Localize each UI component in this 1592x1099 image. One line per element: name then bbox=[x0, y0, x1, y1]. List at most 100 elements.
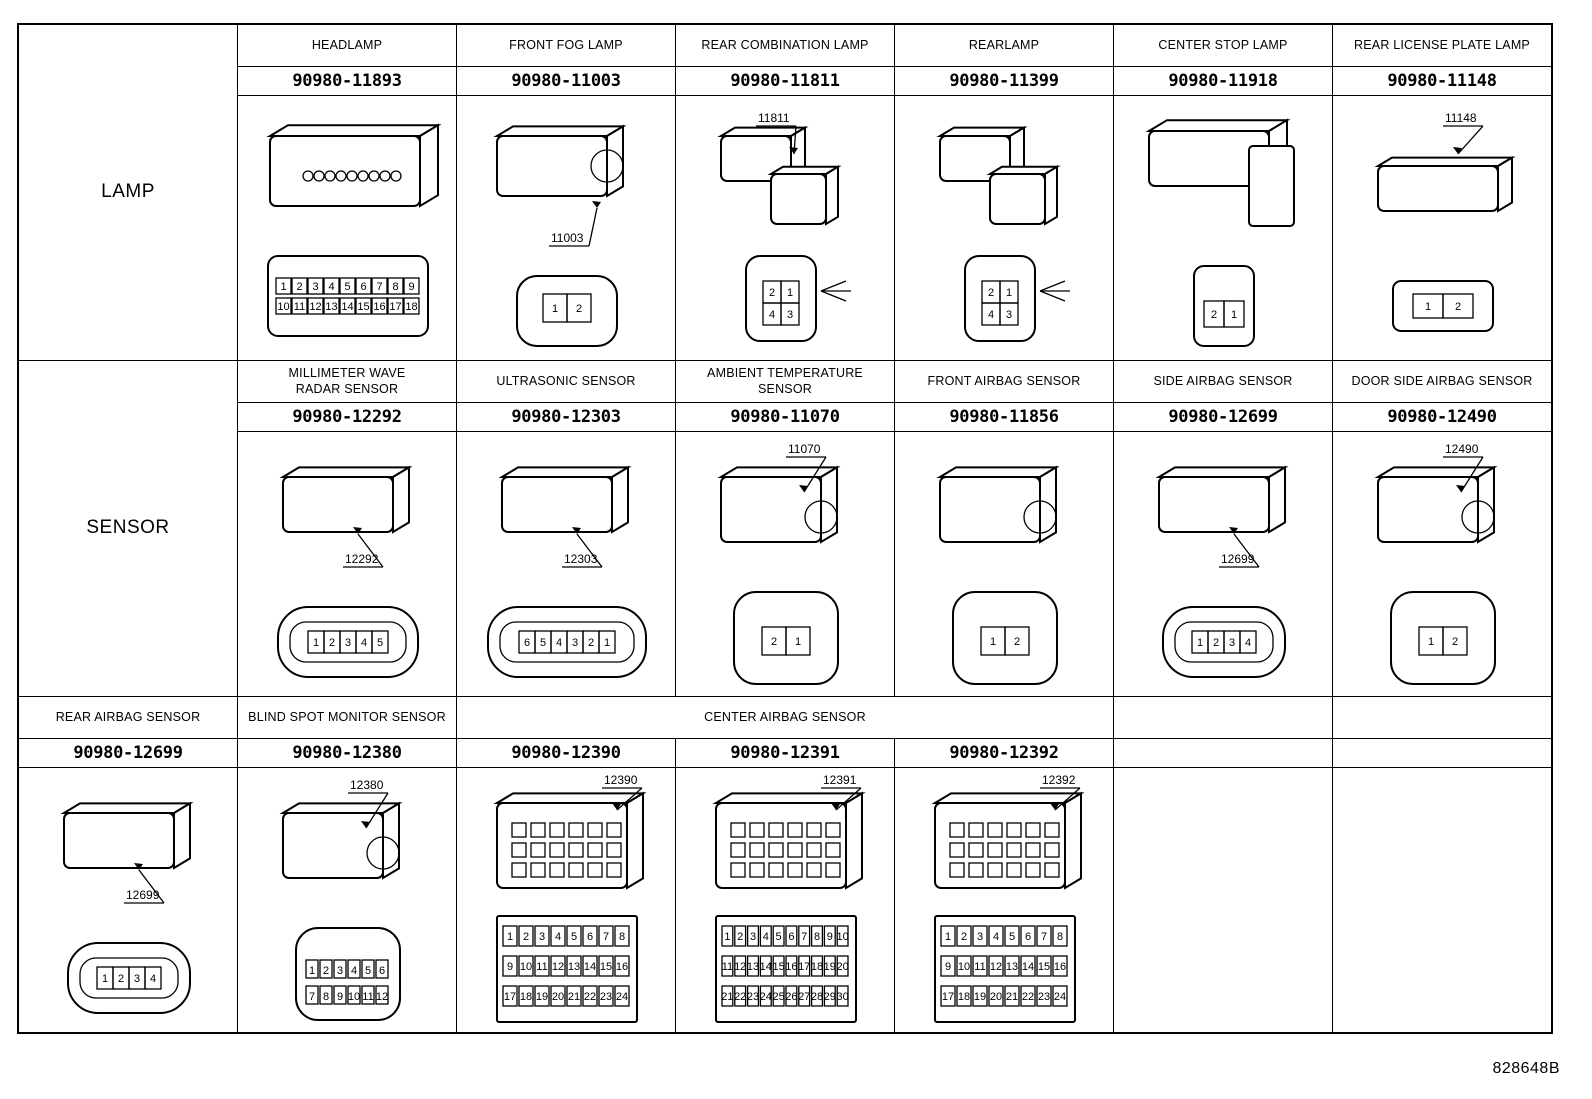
pin-number: 16 bbox=[373, 301, 385, 313]
pin-number: 15 bbox=[772, 961, 784, 973]
pin-number: 8 bbox=[1057, 931, 1063, 943]
pin-number: 1 bbox=[795, 636, 801, 648]
pin-number: 9 bbox=[827, 931, 833, 943]
connector-name: REARLAMP bbox=[894, 23, 1114, 67]
pin-number: 22 bbox=[1022, 991, 1034, 1003]
pin-number: 11 bbox=[536, 961, 547, 973]
pin-number: 9 bbox=[337, 991, 343, 1003]
pin-number: 30 bbox=[836, 991, 848, 1003]
pin-number: 1 bbox=[507, 931, 513, 943]
pin-number: 2 bbox=[1213, 637, 1219, 649]
pin-number: 18 bbox=[520, 991, 532, 1003]
pin-number: 17 bbox=[504, 991, 516, 1003]
callout: 12390 bbox=[602, 773, 643, 810]
pin-number: 4 bbox=[361, 637, 367, 649]
part-number: 90980-11856 bbox=[894, 401, 1114, 432]
pin-number: 8 bbox=[814, 931, 820, 943]
pin-number: 1 bbox=[990, 636, 996, 648]
pin-number: 26 bbox=[785, 991, 797, 1003]
pin-number: 7 bbox=[603, 931, 609, 943]
pin-number: 3 bbox=[787, 309, 793, 321]
pin-number: 29 bbox=[824, 991, 836, 1003]
pin-number: 13 bbox=[747, 961, 759, 973]
pin-number: 17 bbox=[389, 301, 401, 313]
callout: 12391 bbox=[821, 773, 862, 810]
pin-number: 2 bbox=[296, 281, 302, 293]
pin-number: 1 bbox=[280, 281, 286, 293]
pin-number: 2 bbox=[1452, 636, 1458, 648]
pin-number: 7 bbox=[376, 281, 382, 293]
pin-number: 15 bbox=[600, 961, 612, 973]
pin-number: 21 bbox=[1006, 991, 1018, 1003]
pin-number: 4 bbox=[769, 309, 775, 321]
pin-number: 1 bbox=[552, 303, 558, 315]
pin-number: 5 bbox=[365, 965, 371, 977]
pin-number: 11 bbox=[294, 301, 305, 313]
pin-number: 2 bbox=[1211, 309, 1217, 321]
pin-number: 1 bbox=[724, 931, 730, 943]
pin-number: 22 bbox=[584, 991, 596, 1003]
callout-label: 12390 bbox=[604, 773, 638, 787]
pin-number: 22 bbox=[734, 991, 746, 1003]
pin-number: 16 bbox=[616, 961, 628, 973]
pin-number: 11 bbox=[974, 961, 985, 973]
pin-number: 4 bbox=[993, 931, 999, 943]
pin-number: 1 bbox=[787, 287, 793, 299]
pin-number: 17 bbox=[942, 991, 954, 1003]
pin-number: 3 bbox=[1006, 309, 1012, 321]
pin-number: 19 bbox=[824, 961, 836, 973]
pin-number: 6 bbox=[524, 637, 530, 649]
pin-number: 20 bbox=[990, 991, 1002, 1003]
pin-number: 1 bbox=[945, 931, 951, 943]
pin-number: 2 bbox=[523, 931, 529, 943]
pin-number: 12 bbox=[552, 961, 564, 973]
connector-name: HEADLAMP bbox=[237, 23, 457, 67]
part-number: 90980-12292 bbox=[237, 401, 457, 432]
pin-number: 4 bbox=[988, 309, 994, 321]
callout-label: 12490 bbox=[1445, 442, 1479, 456]
pin-number: 18 bbox=[811, 961, 823, 973]
pin-number: 2 bbox=[576, 303, 582, 315]
connector-name: FRONT FOG LAMP bbox=[456, 23, 676, 67]
connector-drawing: 11003 1 2 bbox=[493, 124, 627, 347]
pin-number: 8 bbox=[323, 991, 329, 1003]
connector-name: FRONT AIRBAG SENSOR bbox=[894, 359, 1114, 403]
callout: 11070 bbox=[786, 442, 827, 492]
pin-number: 10 bbox=[348, 991, 360, 1003]
pin-number: 1 bbox=[604, 637, 610, 649]
pin-number: 7 bbox=[309, 991, 315, 1003]
pin-number: 5 bbox=[377, 637, 383, 649]
pin-number: 1 bbox=[1006, 287, 1012, 299]
pin-number: 4 bbox=[351, 965, 357, 977]
pin-number: 2 bbox=[988, 287, 994, 299]
pin-number: 10 bbox=[520, 961, 532, 973]
pin-number: 5 bbox=[571, 931, 577, 943]
callout-label: 12303 bbox=[564, 552, 598, 566]
pin-number: 2 bbox=[588, 637, 594, 649]
connector-name: REAR COMBINATION LAMP bbox=[675, 23, 895, 67]
callout-label: 11003 bbox=[551, 231, 584, 245]
pin-number: 10 bbox=[277, 301, 289, 313]
pin-number: 2 bbox=[737, 931, 743, 943]
